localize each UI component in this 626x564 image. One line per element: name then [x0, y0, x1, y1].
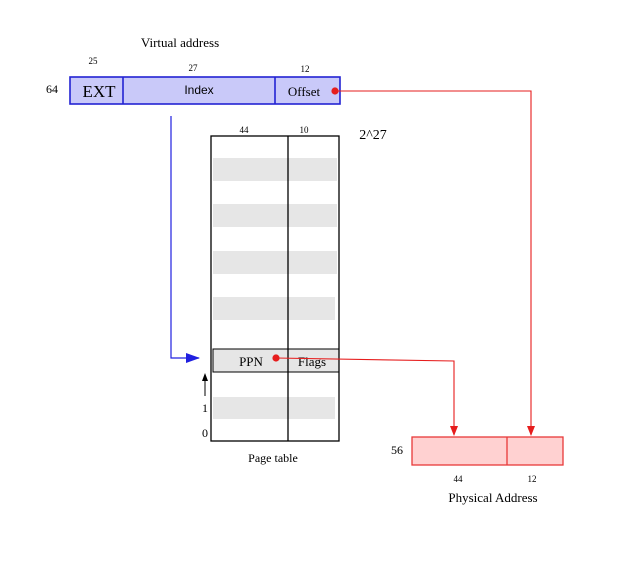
physical-address-width: 56 [391, 443, 403, 457]
index-bits: 27 [189, 63, 199, 73]
page-table-size: 2^27 [359, 128, 387, 143]
physical-offset-bits: 12 [528, 474, 537, 484]
physical-address-caption: Physical Address [448, 490, 537, 505]
flags-column-bits: 10 [300, 125, 310, 135]
ext-bits: 25 [89, 56, 99, 66]
virtual-address-box [69, 76, 341, 105]
flags-label: Flags [298, 354, 326, 369]
table-row [213, 158, 337, 181]
table-row [213, 397, 335, 419]
ppn-column-bits: 44 [240, 125, 250, 135]
offset-field-label: Offset [288, 84, 321, 99]
page-table-frame [210, 135, 340, 442]
row-1-label: 1 [202, 401, 208, 415]
ppn-to-physical-arrow [275, 357, 458, 436]
ext-field-label: EXT [82, 82, 116, 101]
page-table-border [210, 135, 340, 442]
offset-to-physical-arrow [335, 90, 535, 436]
index-field-label: Index [184, 83, 213, 97]
offset-arrow-origin [331, 87, 339, 95]
physical-address-box [411, 436, 564, 466]
ppn-label: PPN [239, 354, 263, 369]
index-to-pte-arrow [170, 116, 200, 363]
physical-address-register [411, 436, 564, 466]
physical-ppn-bits: 44 [454, 474, 464, 484]
virtual-address-register [69, 76, 341, 105]
ppn-arrow-origin [272, 354, 280, 362]
row-0-label: 0 [202, 426, 208, 440]
page-table-stripes [213, 158, 337, 419]
virtual-address-width: 64 [46, 82, 58, 96]
page-table-caption: Page table [248, 451, 298, 465]
offset-bits: 12 [301, 64, 310, 74]
table-row [213, 297, 335, 320]
table-row [213, 204, 337, 227]
table-row [213, 251, 337, 274]
virtual-address-title: Virtual address [141, 35, 219, 50]
